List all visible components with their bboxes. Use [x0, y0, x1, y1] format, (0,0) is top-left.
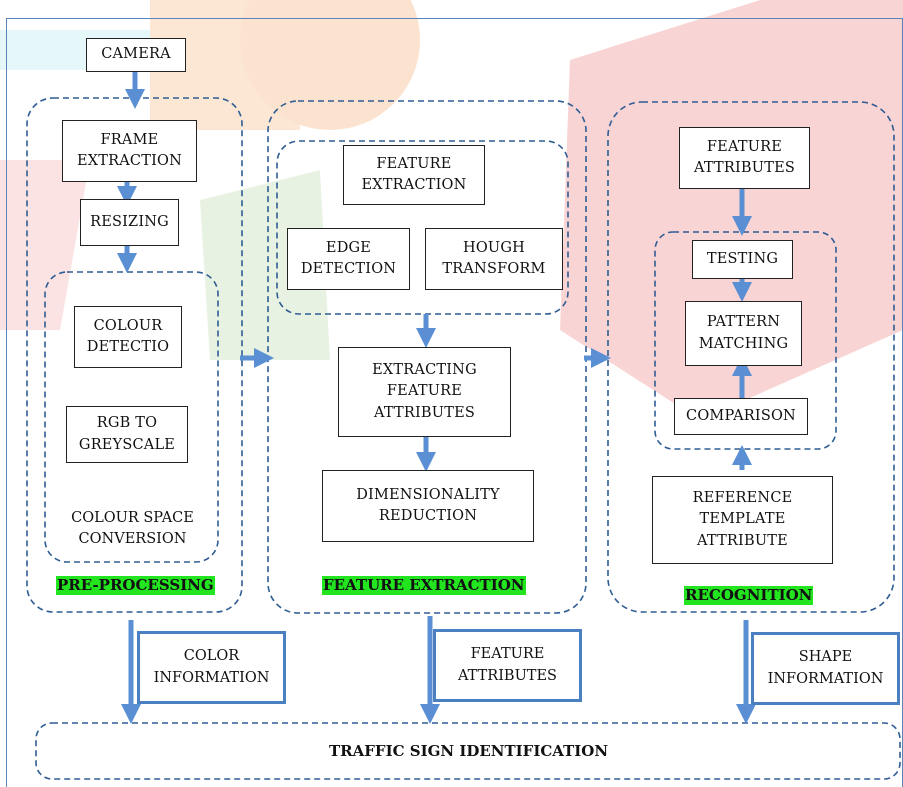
feature-extraction-box: FEATURE EXTRACTION: [343, 145, 485, 205]
dimensionality-reduction-box: DIMENSIONALITY REDUCTION: [322, 470, 534, 542]
extracting-feature-attributes-box: EXTRACTING FEATURE ATTRIBUTES: [338, 347, 511, 437]
recognition-label: RECOGNITION: [684, 586, 814, 605]
feature-extraction-inner-group: [276, 140, 569, 315]
pattern-matching-box: PATTERN MATCHING: [685, 301, 802, 366]
colour-space-conversion-label: COLOUR SPACE CONVERSION: [71, 510, 194, 548]
shape-information-box: SHAPE INFORMATION: [751, 632, 900, 705]
rgb-to-greyscale-box: RGB TO GREYSCALE: [66, 406, 188, 463]
hough-transform-box: HOUGH TRANSFORM: [425, 228, 563, 290]
edge-detection-box: EDGE DETECTION: [287, 228, 410, 290]
reference-template-attribute-box: REFERENCE TEMPLATE ATTRIBUTE: [652, 476, 833, 564]
watermark-red-shape: [560, 0, 903, 420]
color-information-box: COLOR INFORMATION: [137, 631, 286, 704]
feature-attributes-box: FEATURE ATTRIBUTES: [679, 127, 810, 189]
traffic-sign-identification-label: TRAFFIC SIGN IDENTIFICATION: [329, 742, 609, 760]
camera-box: CAMERA: [86, 38, 186, 72]
watermark-bulb: [240, 0, 420, 130]
watermark-green-shape: [200, 170, 330, 360]
frame-extraction-box: FRAME EXTRACTION: [62, 120, 197, 182]
final-group: [35, 722, 901, 780]
testing-box: TESTING: [692, 240, 793, 279]
resizing-box: RESIZING: [80, 199, 179, 246]
feature-attributes-output-box: FEATURE ATTRIBUTES: [433, 629, 582, 702]
recognition-group: [607, 101, 895, 613]
comparison-box: COMPARISON: [674, 398, 808, 435]
pre-processing-label: PRE-PROCESSING: [56, 576, 215, 595]
watermark-left-shape: [0, 160, 90, 330]
feature-extraction-label: FEATURE EXTRACTION: [322, 576, 526, 595]
colour-detection-box: COLOUR DETECTIO: [74, 306, 182, 368]
